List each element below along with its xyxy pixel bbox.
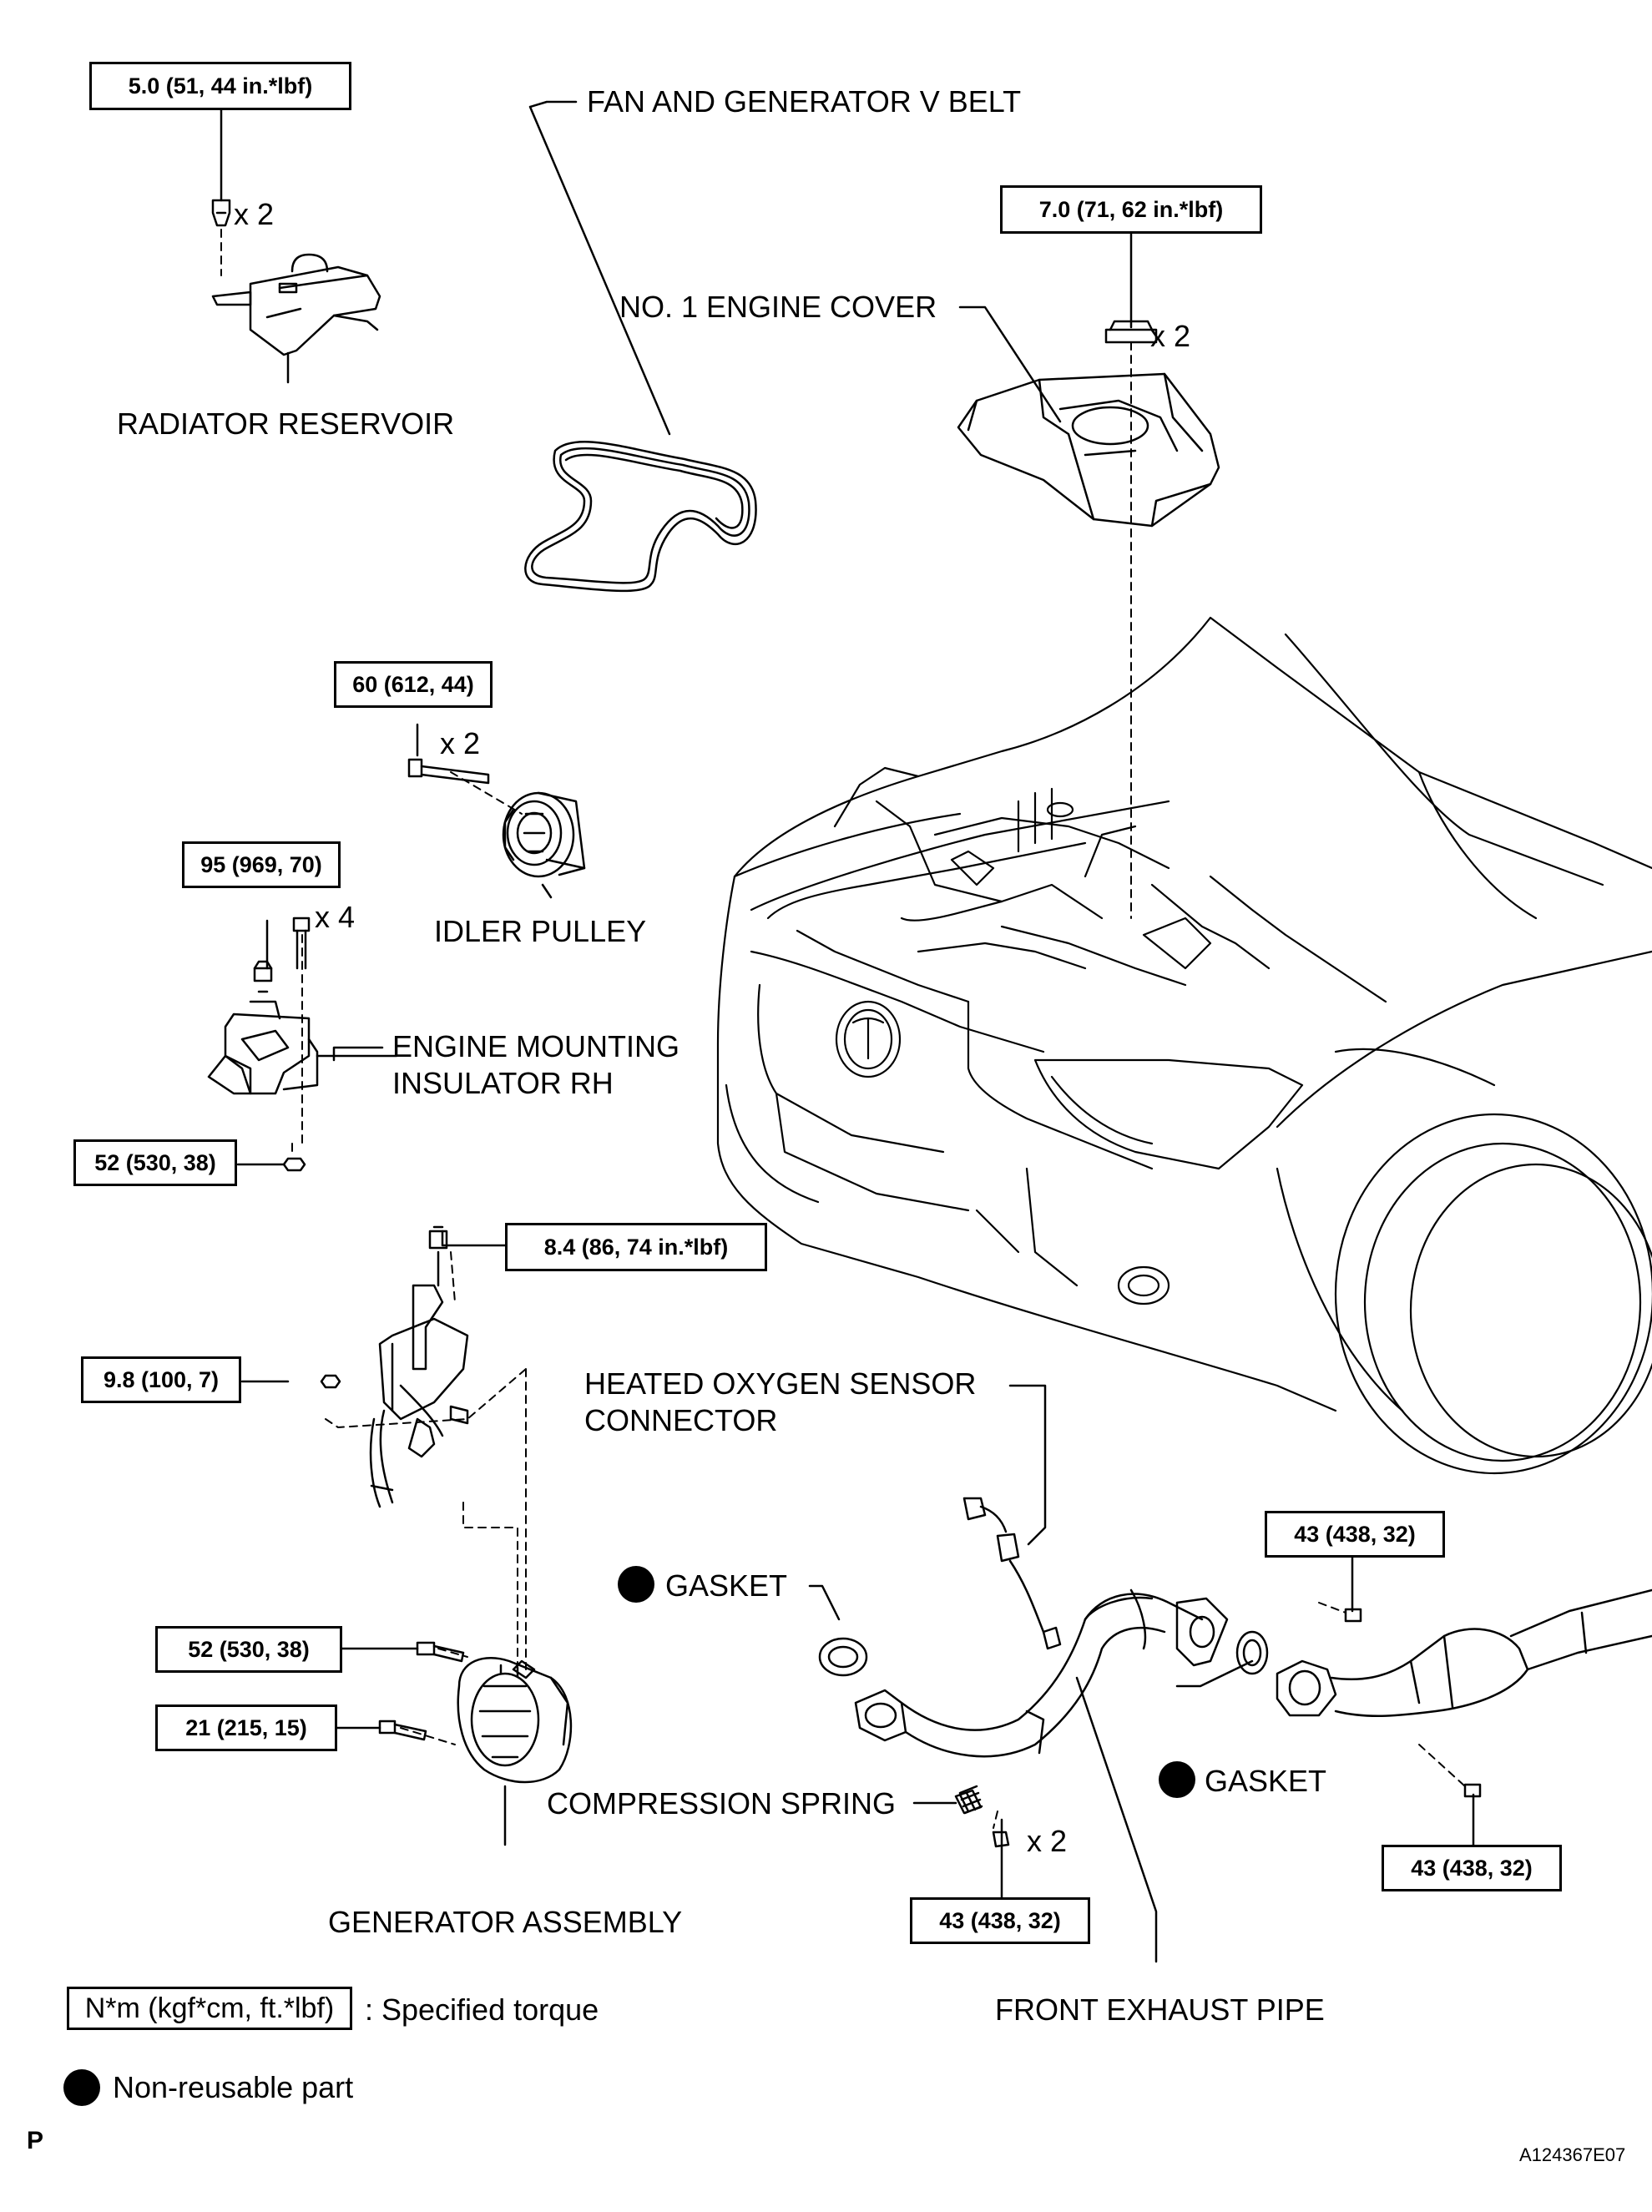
torque-box-catalyst-top: 43 (438, 32) [1265,1511,1445,1558]
label-front-exhaust-pipe: FRONT EXHAUST PIPE [995,1992,1325,2027]
label-gasket-right: GASKET [1205,1764,1327,1798]
legend-torque-text: : Specified torque [365,1992,599,2027]
page-letter: P [27,2127,44,2154]
generator-drawing [378,1641,573,1784]
label-engine-cover: NO. 1 ENGINE COVER [619,290,937,324]
engine-cover-drawing [957,320,1220,528]
gasket-left-drawing [818,1637,868,1677]
engine-mount-drawing [207,917,319,1172]
radiator-reservoir-drawing [211,199,381,356]
qty-mount: x 4 [315,900,356,934]
label-generator-assembly: GENERATOR ASSEMBLY [328,1905,683,1939]
label-gasket-left: GASKET [665,1568,788,1603]
legend-nonreusable-icon [63,2069,100,2106]
torque-box-generator-lower: 21 (215, 15) [155,1704,337,1751]
front-exhaust-pipe-drawing [854,1497,1229,1848]
torque-box-catalyst-bottom: 43 (438, 32) [1382,1845,1562,1891]
label-engine-mount-line1: ENGINE MOUNTING [392,1029,680,1063]
label-compression-spring: COMPRESSION SPRING [547,1786,897,1821]
qty-radiator: x 2 [234,197,275,231]
qty-spring-bolt: x 2 [1027,1824,1068,1858]
legend-torque-box: N*m (kgf*cm, ft.*lbf) [67,1987,352,2030]
torque-box-radiator: 5.0 (51, 44 in.*lbf) [89,62,351,110]
torque-box-mount-bottom: 52 (530, 38) [73,1139,237,1186]
legend-nonreusable-text: Non-reusable part [113,2070,354,2104]
torque-box-bracket-left: 9.8 (100, 7) [81,1356,241,1403]
torque-box-generator-upper: 52 (530, 38) [155,1626,342,1673]
compression-spring-drawing [958,1785,983,1815]
qty-engine-cover: x 2 [1150,319,1191,353]
gasket-right-drawing [1235,1630,1269,1675]
label-o2-sensor-line1: HEATED OXYGEN SENSOR [584,1366,977,1401]
figure-id: A124367E07 [1519,2144,1626,2165]
qty-idler: x 2 [440,726,481,760]
torque-box-idler: 60 (612, 44) [334,661,493,708]
nonreusable-marker-gasket-right [1159,1761,1195,1798]
label-o2-sensor-line2: CONNECTOR [584,1403,778,1437]
nonreusable-marker-gasket-left [618,1566,654,1603]
wire-bracket-drawing [320,1225,469,1508]
torque-box-engine-cover: 7.0 (71, 62 in.*lbf) [1000,185,1262,234]
catalytic-converter-drawing [1276,1588,1652,1798]
label-engine-mount-line2: INSULATOR RH [392,1066,614,1100]
label-fan-belt: FAN AND GENERATOR V BELT [587,84,1022,119]
leader-lines [220,100,1475,1963]
fan-belt-drawing [524,441,757,593]
label-radiator-reservoir: RADIATOR RESERVOIR [117,407,455,441]
idler-pulley-drawing [407,758,586,878]
car-drawing [716,616,1652,1475]
label-idler-pulley: IDLER PULLEY [434,914,647,948]
torque-box-bracket-top: 8.4 (86, 74 in.*lbf) [505,1223,767,1271]
torque-box-mount-top: 95 (969, 70) [182,841,341,888]
torque-box-spring-bolt: 43 (438, 32) [910,1897,1090,1944]
